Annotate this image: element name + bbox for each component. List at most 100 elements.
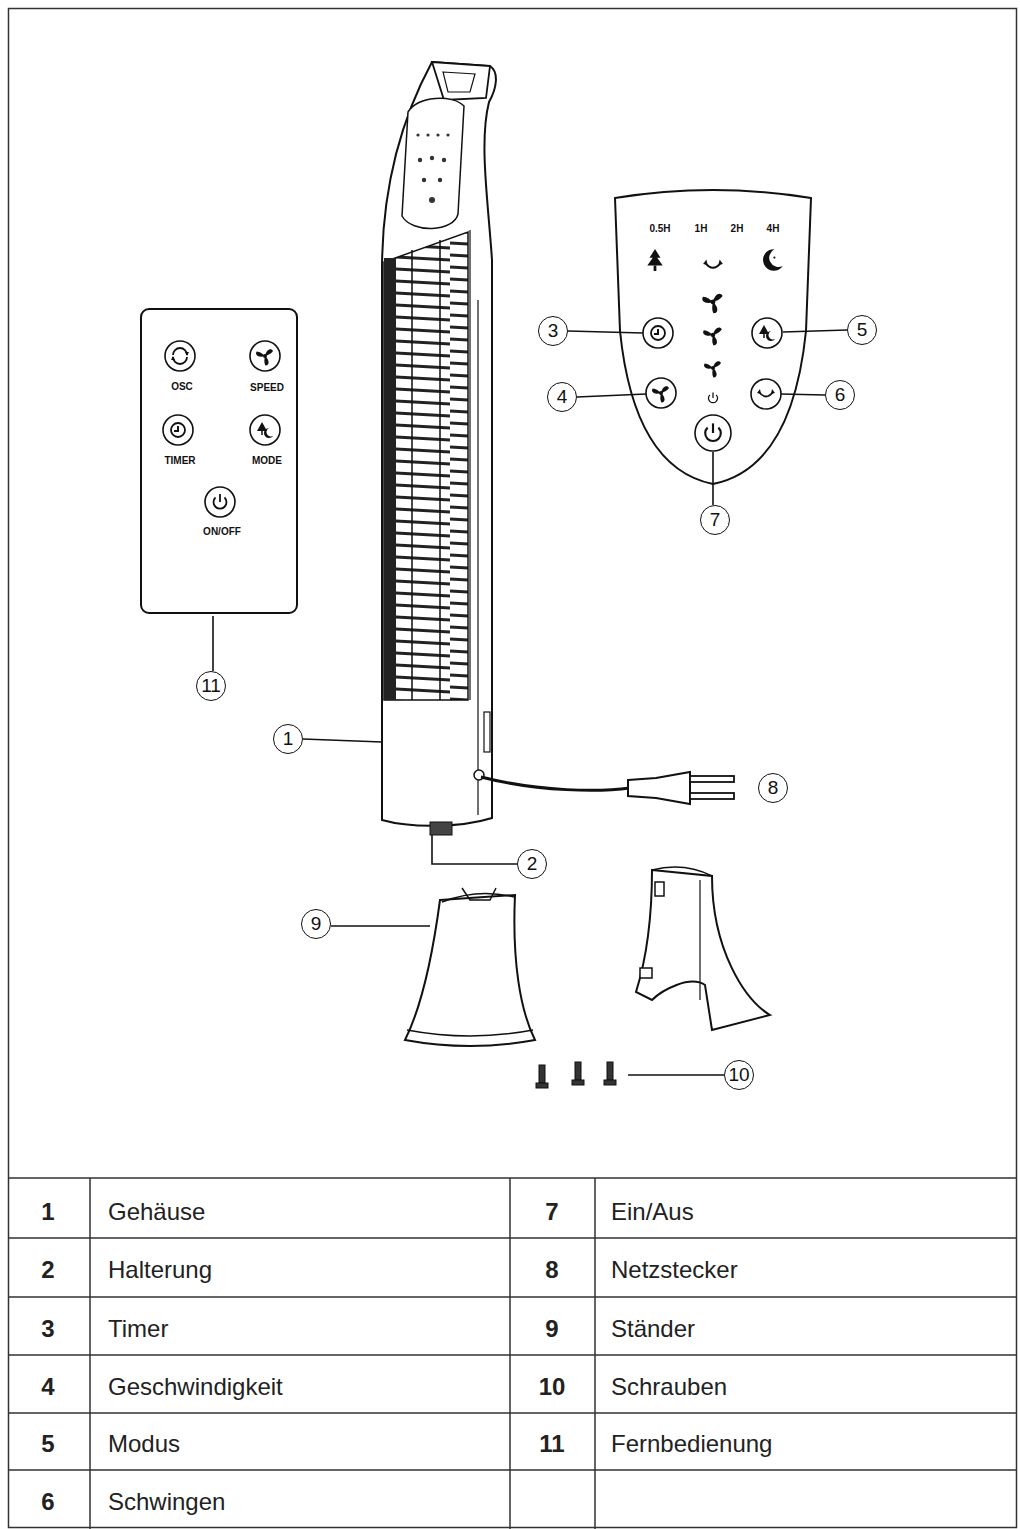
table-part-name: Ständer [611, 1315, 695, 1343]
callout-number: 9 [301, 909, 331, 939]
callout-number: 2 [517, 849, 547, 879]
table-number: 6 [41, 1488, 54, 1516]
button-label: TIMER [164, 455, 195, 466]
panel-dot [430, 156, 434, 160]
callout-number: 5 [847, 315, 877, 345]
remote-control: OSCSPEEDTIMERMODEON/OFF [140, 308, 298, 614]
fan-side-slot [484, 712, 490, 752]
timer-hours: 0.5H [649, 223, 670, 234]
callout-number: 11 [196, 671, 226, 701]
table-column-lines [90, 1178, 595, 1529]
screw-shank [607, 1062, 613, 1080]
table-part-name: Ein/Aus [611, 1198, 694, 1226]
leader-line [568, 331, 643, 333]
remote-button [250, 415, 280, 445]
grille-dark-band [384, 258, 396, 700]
power-cord [481, 777, 630, 790]
button-label: SPEED [250, 382, 284, 393]
panel-button [643, 318, 673, 348]
remote-button [163, 415, 193, 445]
table-number: 10 [539, 1373, 566, 1401]
stand-notch [462, 888, 496, 900]
panel-dot [426, 133, 429, 136]
stand-tab [640, 968, 652, 978]
control-panel: 0.5H 1H 2H 4H [614, 186, 812, 490]
fan-top-cap [432, 62, 490, 100]
plug-pin [690, 776, 734, 782]
table-part-name: Geschwindigkeit [108, 1373, 283, 1401]
moon-icon [763, 249, 783, 271]
fan-side-edges [470, 230, 478, 815]
panel-dot [446, 133, 449, 136]
page-frame [9, 9, 1017, 1528]
speed-level-icon [703, 361, 721, 378]
table-number: 8 [545, 1256, 558, 1284]
leader-line [303, 739, 382, 742]
callout-number: 4 [547, 382, 577, 412]
panel-dot [429, 197, 435, 203]
screw-head [536, 1083, 548, 1088]
leader-line [577, 394, 646, 397]
table-part-name: Schrauben [611, 1373, 727, 1401]
panel-shape [615, 190, 811, 484]
timer-hours: 4H [767, 223, 780, 234]
stand-back [636, 870, 770, 1030]
fan-grille [384, 232, 468, 700]
speed-level-icon [701, 294, 722, 315]
leader-line [712, 452, 714, 505]
panel-dot [422, 178, 426, 182]
fan-housing [382, 62, 496, 826]
osc-icon [171, 348, 189, 364]
fan-control-panel [402, 98, 464, 228]
remote-button [165, 341, 195, 371]
table-number: 9 [545, 1315, 558, 1343]
screw-head [604, 1080, 616, 1085]
table-part-name: Schwingen [108, 1488, 225, 1516]
remote-button [250, 341, 280, 371]
leader-line [781, 394, 825, 395]
stand-back-top [652, 867, 712, 876]
table-row-lines [8, 1178, 1017, 1470]
leader-line [783, 330, 847, 332]
table-part-name: Netzstecker [611, 1256, 738, 1284]
stand [405, 867, 770, 1046]
power-icon [214, 494, 227, 509]
leader-line [432, 835, 517, 864]
table-part-name: Modus [108, 1430, 180, 1458]
table-number: 4 [41, 1373, 54, 1401]
screws [536, 1062, 616, 1088]
swing-icon [703, 260, 723, 268]
stand-inner-edge [699, 880, 700, 1000]
screw-shank [575, 1062, 581, 1080]
callout-number: 10 [724, 1060, 754, 1090]
leader-line [331, 925, 430, 927]
panel-dot [436, 133, 439, 136]
panel-dot [442, 158, 446, 162]
panel-button [751, 379, 781, 409]
callout-number: 8 [758, 773, 788, 803]
stand-base-edge [407, 1030, 533, 1036]
cord-exit [474, 770, 484, 780]
timer-hours: 1H [695, 223, 708, 234]
speed-icon [651, 386, 669, 403]
callout-number: 6 [825, 380, 855, 410]
mount-holder [430, 822, 452, 835]
callout-number: 7 [700, 505, 730, 535]
table-number: 3 [41, 1315, 54, 1343]
timer-hours: 2H [731, 223, 744, 234]
panel-dot [418, 158, 422, 162]
fan-top-display [443, 72, 475, 92]
screw-shank [539, 1065, 545, 1083]
mode-icon [759, 325, 775, 341]
stand-tab [655, 882, 664, 896]
plug-pin [690, 793, 734, 799]
table-number: 5 [41, 1430, 54, 1458]
panel-buttons [643, 318, 782, 451]
panel-button [752, 318, 782, 348]
callout-number: 1 [273, 724, 303, 754]
panel-button [646, 378, 676, 408]
